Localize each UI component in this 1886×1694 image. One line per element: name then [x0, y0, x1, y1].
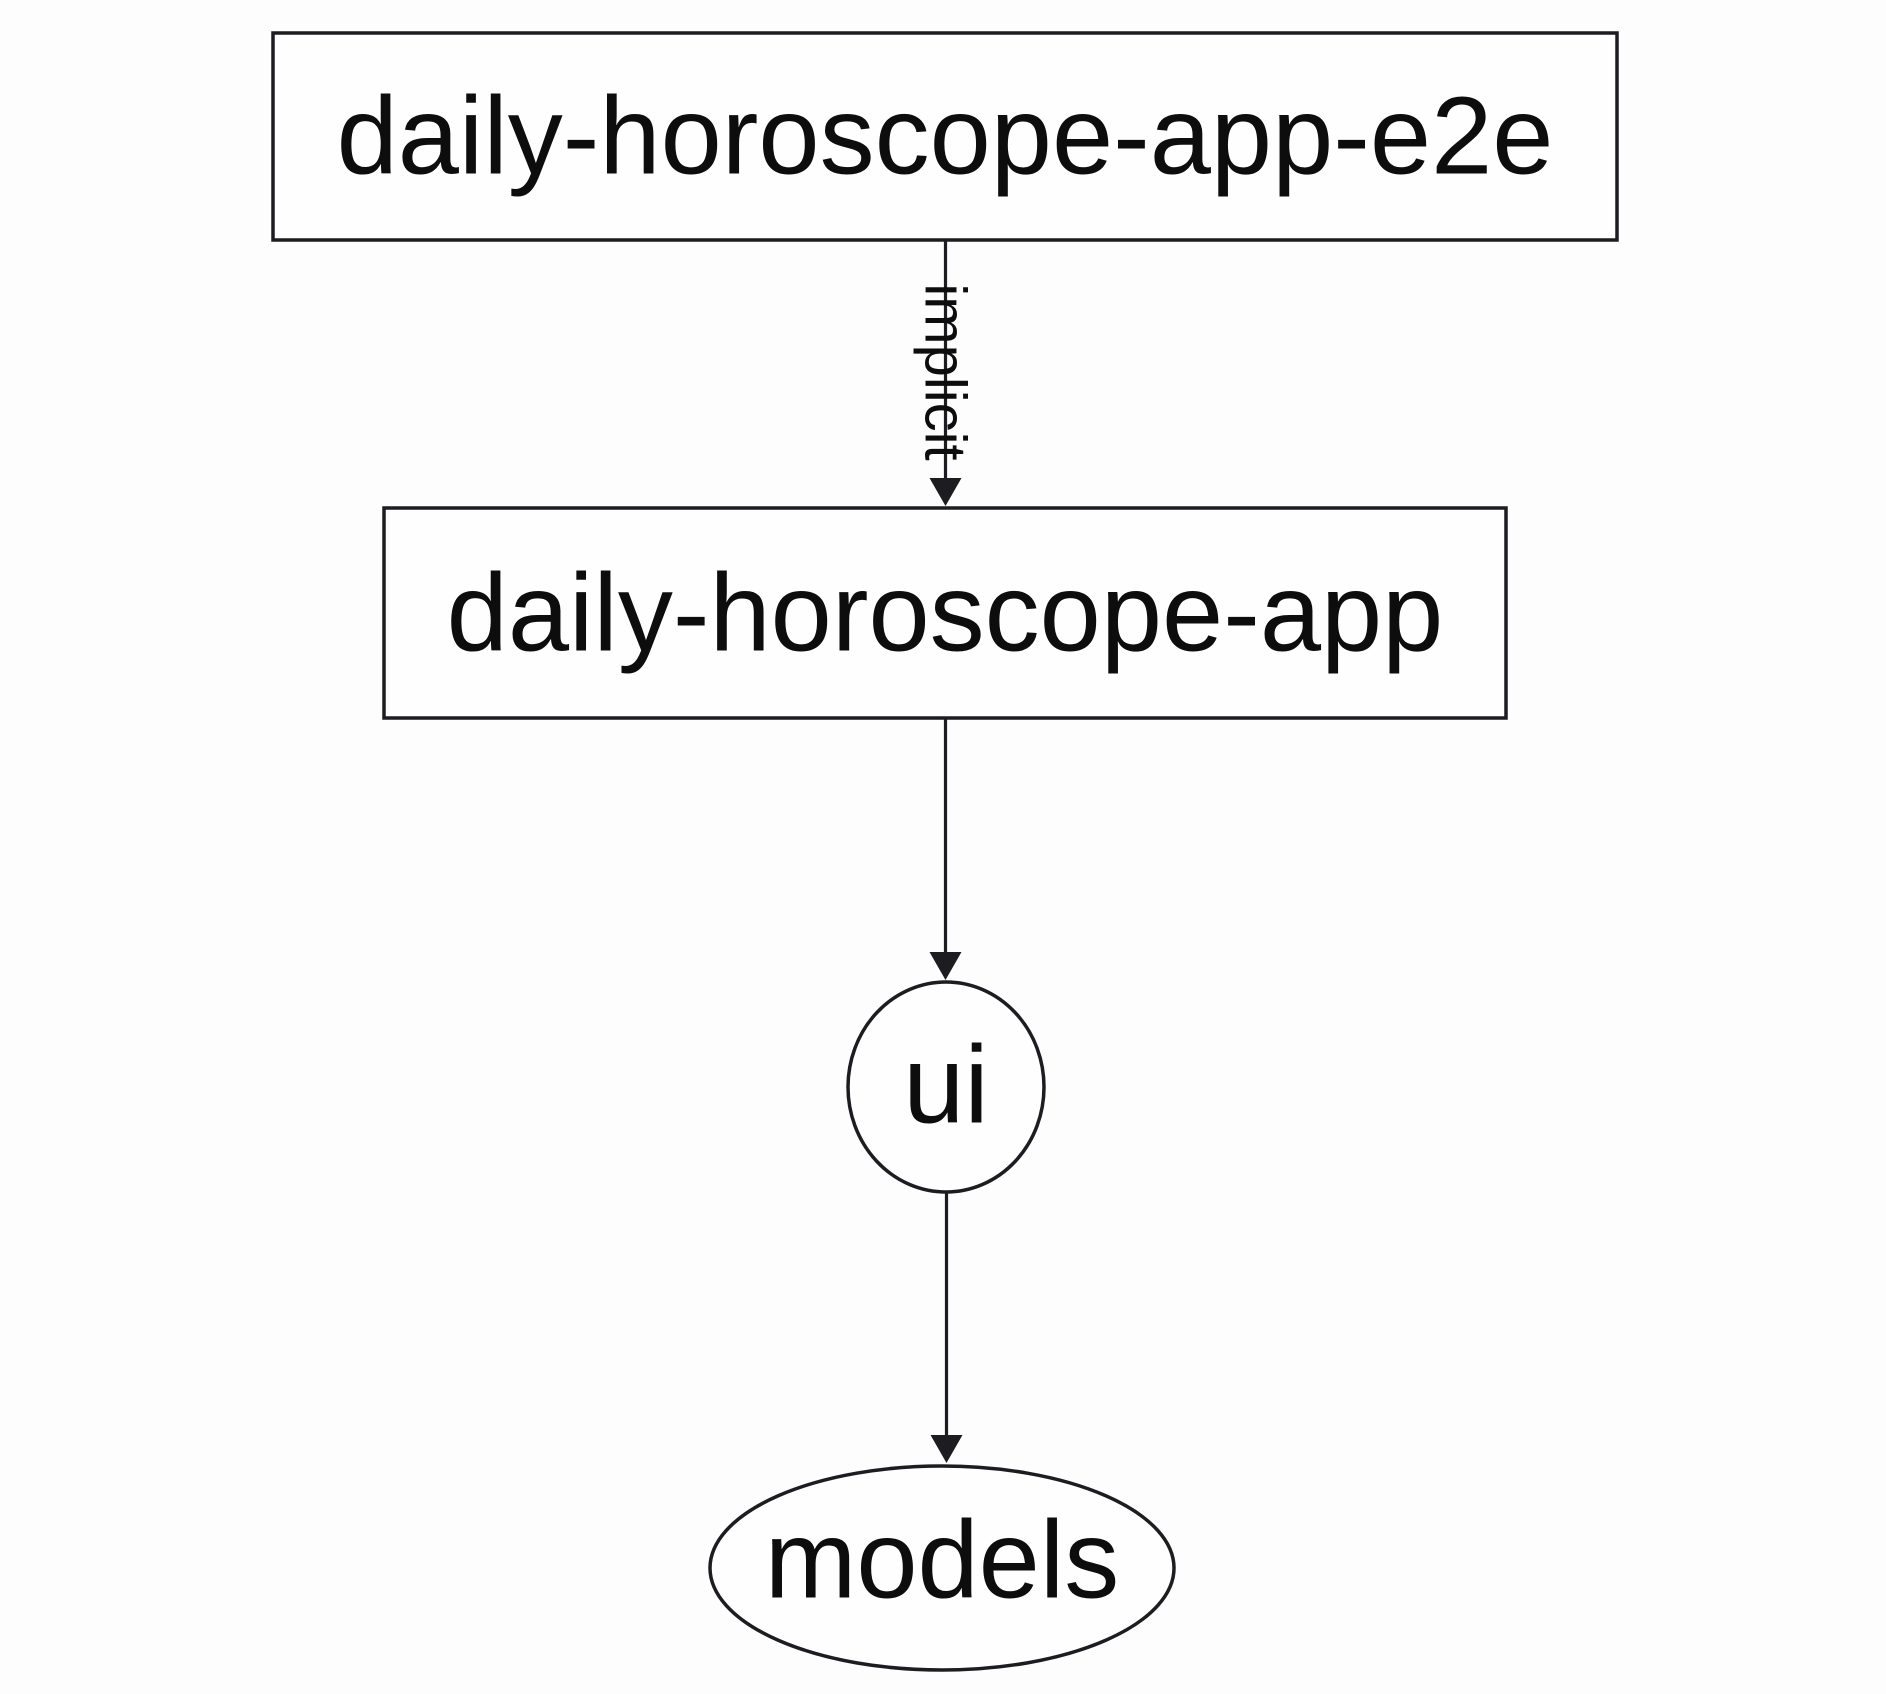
node-rect-app [382, 506, 1508, 720]
node-models: models [708, 1464, 1176, 1672]
edge-label-implicit: implicit [913, 283, 978, 460]
edge-app-to-ui [929, 719, 962, 980]
edge-e2e-to-app: implicit [913, 241, 978, 506]
node-ellipse-models [708, 1464, 1176, 1672]
node-ui: ui [846, 980, 1046, 1194]
arrowhead-icon [929, 952, 962, 980]
node-label-app: daily-horoscope-app [447, 552, 1444, 675]
node-daily-horoscope-app: daily-horoscope-app [382, 506, 1508, 720]
node-ellipse-ui [846, 980, 1046, 1194]
node-label-models: models [765, 1499, 1120, 1622]
node-rect-e2e [271, 31, 1619, 242]
node-daily-horoscope-app-e2e: daily-horoscope-app-e2e [271, 31, 1619, 242]
arrowhead-icon [930, 1435, 963, 1463]
node-label-ui: ui [903, 1024, 989, 1147]
node-label-e2e: daily-horoscope-app-e2e [337, 75, 1554, 198]
edge-ui-to-models [930, 1193, 963, 1463]
arrowhead-icon [929, 478, 962, 506]
